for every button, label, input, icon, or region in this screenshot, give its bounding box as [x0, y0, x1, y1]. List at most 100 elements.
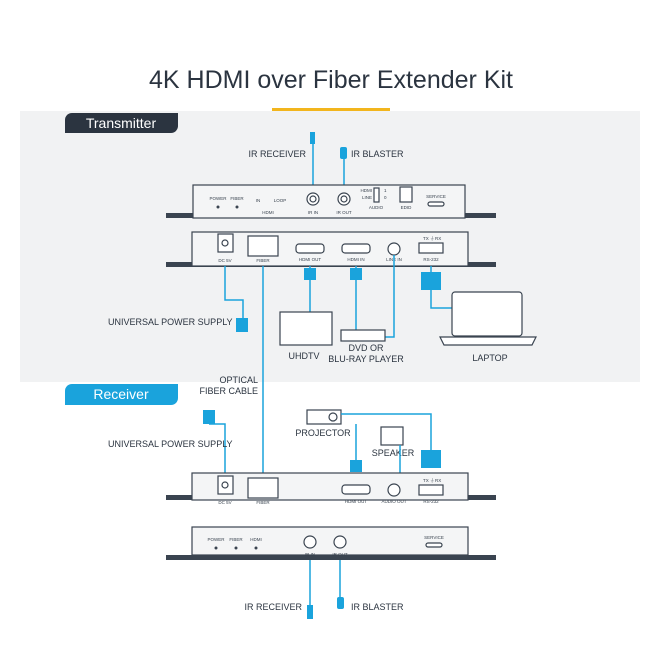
transmitter-front-audio-hdmi-label: HDMI — [361, 188, 373, 193]
hdmi-out-port — [295, 243, 325, 254]
ir-in-port — [303, 535, 317, 549]
receiver-back-hdmi-out-label: HDMI OUT — [345, 499, 367, 504]
hdmi-led — [254, 546, 258, 550]
transmitter-front-zero-label: 0 — [384, 195, 387, 200]
ir-receiver-label: IR RECEIVER — [248, 149, 306, 159]
rx-ir-blaster-icon — [337, 597, 344, 609]
power-supply-icon — [236, 318, 248, 332]
speaker-label: SPEAKER — [372, 448, 415, 458]
transmitter-back-hdmi-out-label: HDMI OUT — [299, 257, 321, 262]
fiber-led — [235, 205, 239, 209]
uhdtv-label: UHDTV — [289, 351, 320, 361]
projector-label: PROJECTOR — [295, 428, 351, 438]
receiver-back-tx-label: TX — [423, 478, 429, 483]
transmitter-front-edid-label: EDID — [401, 205, 413, 210]
receiver-front-service-label: SERVICE — [424, 535, 444, 540]
rx-power-supply-icon — [203, 410, 215, 424]
hdmi-plug-icon — [304, 268, 316, 280]
rs232-port — [418, 242, 444, 254]
fiber-cable-label-2: FIBER CABLE — [199, 386, 258, 396]
receiver-front-ir-in-label: IR IN — [305, 552, 315, 557]
transmitter-tab — [65, 113, 178, 133]
transmitter-back-hdmi-in-label: HDMI IN — [347, 257, 364, 262]
transmitter-front-power-label: POWER — [209, 196, 227, 201]
shelf — [166, 555, 496, 560]
ir-blaster-icon — [340, 147, 347, 159]
tx-power-supply-label: UNIVERSAL POWER SUPPLY — [108, 317, 233, 327]
transmitter-player-2-label: BLU-RAY PLAYER — [328, 354, 404, 364]
receiver-front-power-label: POWER — [207, 537, 225, 542]
receiver-front-panel — [191, 526, 469, 556]
speaker-icon — [380, 426, 404, 446]
hdmi-plug-icon — [350, 268, 362, 280]
transmitter-back-rs232-label: RS-232 — [423, 257, 439, 262]
receiver-front-ir-out-label: IR OUT — [332, 552, 348, 557]
transmitter-front-hdmi-label: HDMI — [262, 210, 274, 215]
audio-out-port — [387, 483, 401, 497]
receiver-back-rs232-label: RS-232 — [423, 499, 439, 504]
transmitter-front-panel — [192, 184, 466, 219]
laptop-base-icon — [439, 336, 537, 346]
transmitter-tab-label: Transmitter — [86, 115, 157, 131]
transmitter-front-audio-line-label: LINE — [362, 195, 372, 200]
transmitter-player-1-label: DVD OR — [348, 343, 384, 353]
power-cable — [224, 266, 244, 318]
rx-ir-blaster-label: IR BLASTER — [351, 602, 404, 612]
receiver-back-audio-out-label: AUDIO OUT — [381, 499, 406, 504]
transmitter-front-service-label: SERVICE — [426, 194, 446, 199]
ir-receiver-icon — [310, 132, 315, 144]
transmitter-back-gnd-label: ⏚ — [430, 235, 435, 241]
power-led — [214, 546, 218, 550]
transmitter-front-one-label: 1 — [384, 188, 387, 193]
transmitter-back-tx-label: TX — [423, 236, 429, 241]
rx-ir-receiver-icon — [307, 605, 313, 619]
power-led — [216, 205, 220, 209]
receiver-back-gnd-label: ⏚ — [430, 477, 435, 483]
terminal-block-icon — [421, 272, 441, 290]
transmitter-front-ir-in-label: IR IN — [308, 210, 318, 215]
transmitter-front-loop-label: LOOP — [274, 198, 287, 203]
terminal-block-icon — [421, 450, 441, 468]
page-title: 4K HDMI over Fiber Extender Kit — [149, 66, 513, 94]
laptop-label: LAPTOP — [472, 353, 507, 363]
transmitter-front-in-label: IN — [256, 198, 261, 203]
fiber-cable-label: OPTICAL — [219, 375, 258, 385]
fiber-port — [247, 235, 279, 257]
transmitter-back-dc-label: DC 5V — [218, 258, 231, 263]
receiver-front-hdmi-label: HDMI — [250, 537, 262, 542]
player-icon — [340, 329, 386, 342]
av-cables — [309, 255, 432, 338]
receiver-front-fiber-label: FIBER — [229, 537, 243, 542]
uhdtv-icon — [279, 311, 333, 346]
receiver-tab — [65, 384, 178, 405]
transmitter-front-fiber-label: FIBER — [230, 196, 244, 201]
audio-switch — [373, 187, 380, 203]
transmitter-front-ir-out-label: IR OUT — [336, 210, 352, 215]
hdmi-out-port — [341, 484, 371, 495]
receiver-tab-label: Receiver — [93, 386, 149, 402]
edid-switch — [399, 186, 413, 203]
receiver-back-fiber-label: FIBER — [256, 500, 270, 505]
hdmi-in-port — [341, 243, 371, 254]
fiber-led — [234, 546, 238, 550]
service-port — [427, 201, 445, 207]
receiver-back-rx-label: RX — [435, 478, 441, 483]
ir-blaster-label: IR BLASTER — [351, 149, 404, 159]
service-port — [425, 542, 443, 548]
rx-ir-cables — [309, 560, 341, 605]
line-in-port — [387, 242, 401, 256]
laptop-icon — [451, 291, 523, 337]
rx-power-supply-label: UNIVERSAL POWER SUPPLY — [108, 439, 233, 449]
title-underline — [272, 108, 390, 111]
fiber-port — [247, 477, 279, 499]
transmitter-back-rx-label: RX — [435, 236, 441, 241]
ir-out-port — [333, 535, 347, 549]
transmitter-back-fiber-label: FIBER — [256, 258, 270, 263]
rx-power-cable — [209, 423, 226, 475]
hdmi-plug-icon — [350, 460, 362, 472]
projector-lens — [328, 412, 338, 422]
rs232-cable — [430, 290, 452, 309]
rx-ir-receiver-label: IR RECEIVER — [244, 602, 302, 612]
